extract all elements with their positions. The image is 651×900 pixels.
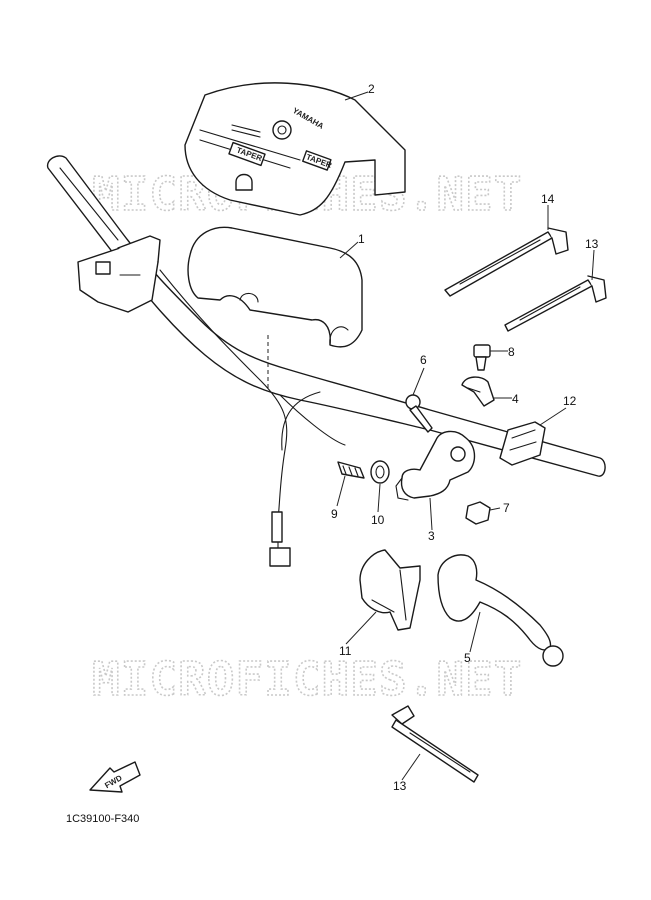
diagram-code: 1C39100-F340 [66, 813, 139, 825]
nut-10 [370, 460, 390, 484]
yamaha-logo-icon [272, 120, 292, 140]
bolt-8 [473, 344, 491, 371]
clamp-4 [461, 376, 495, 407]
switch-wire [159, 269, 321, 521]
handlebar-pad [187, 226, 363, 348]
handlebar-cover: YAMAHA TAPER TAPER [184, 82, 406, 216]
watermark-bottom: MICROFICHES.NET [92, 652, 522, 706]
callout-13-bottom: 13 [393, 779, 407, 793]
nut-7 [465, 501, 491, 525]
handlebar [46, 155, 606, 477]
lever-bracket-3 [395, 430, 476, 501]
callout-14: 14 [541, 192, 555, 206]
callout-8: 8 [508, 345, 515, 359]
holder-12 [499, 421, 546, 466]
callout-7: 7 [503, 501, 510, 515]
wire-connector [269, 511, 291, 567]
left-switch-housing [77, 235, 161, 313]
callout-3: 3 [428, 529, 435, 543]
pivot-bolt-6 [405, 394, 433, 433]
fwd-arrow-icon: FWD [89, 761, 141, 793]
callout-9: 9 [331, 507, 338, 521]
leader-lines [336, 91, 595, 781]
callout-12: 12 [563, 394, 577, 408]
callout-11: 11 [339, 644, 352, 658]
cable-tie-13-top [504, 275, 607, 332]
callout-2: 2 [368, 82, 375, 96]
callout-13-top: 13 [585, 237, 599, 251]
cable-tie-13-bottom [391, 705, 479, 783]
clutch-lever-5 [437, 554, 564, 667]
cable-tie-14 [444, 227, 569, 297]
adjuster-9 [337, 461, 365, 479]
callout-5: 5 [464, 651, 471, 665]
callout-10: 10 [371, 513, 385, 527]
callout-4: 4 [512, 392, 519, 406]
callout-labels: 2 1 14 13 8 4 6 12 7 3 9 10 11 5 13 [331, 82, 599, 793]
callout-1: 1 [358, 232, 365, 246]
callout-6: 6 [420, 353, 427, 367]
lever-cover-11 [359, 549, 421, 631]
